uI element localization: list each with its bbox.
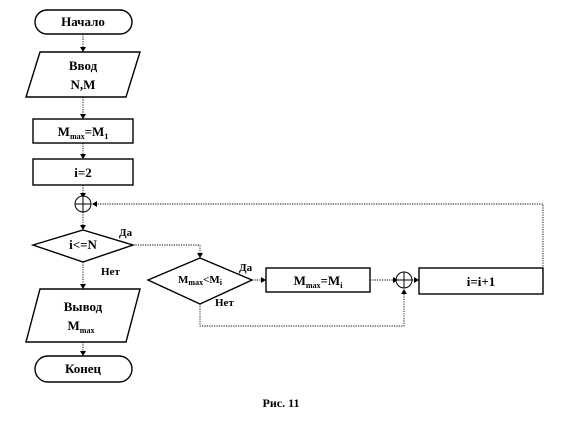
compare-yes-label: Да (239, 262, 253, 274)
input-label-line1: Ввод (69, 58, 98, 73)
assign-max-label: Mmax=M1 (58, 124, 109, 141)
connector-lines (82, 34, 544, 354)
increment-block: i=i+1 (418, 267, 544, 295)
update-max-block: Mmax=Mi (265, 267, 371, 293)
figure-caption: Рис. 11 (263, 396, 300, 410)
output-label-line2: Mmax (68, 318, 95, 335)
loop-condition-decision: i<=N Да Нет (30, 227, 136, 278)
loop-condition-label: i<=N (69, 237, 97, 252)
compare-decision: Mmax<Mi Да Нет (146, 257, 254, 309)
input-label-line2: N,M (71, 77, 96, 92)
arrow-heads (80, 47, 419, 356)
output-block: Вывод Mmax (25, 288, 141, 343)
branch-merge-connector (395, 271, 413, 289)
loop-yes-label: Да (119, 227, 133, 239)
compare-no-label: Нет (215, 297, 234, 309)
start-terminator: Начало (34, 9, 133, 35)
assign-i-block: i=2 (32, 158, 134, 186)
assign-max-block: Mmax=M1 (32, 118, 134, 144)
input-block: Ввод N,M (25, 51, 141, 98)
end-label: Конец (65, 361, 102, 376)
loop-merge-connector (74, 195, 92, 213)
start-label: Начало (61, 14, 105, 29)
update-max-label: Mmax=Mi (294, 273, 344, 290)
end-terminator: Конец (34, 355, 133, 383)
increment-label: i=i+1 (467, 274, 496, 289)
loop-no-label: Нет (101, 266, 120, 278)
output-label-line1: Вывод (64, 299, 103, 314)
compare-label: Mmax<Mi (178, 274, 223, 287)
assign-i-label: i=2 (74, 165, 92, 180)
